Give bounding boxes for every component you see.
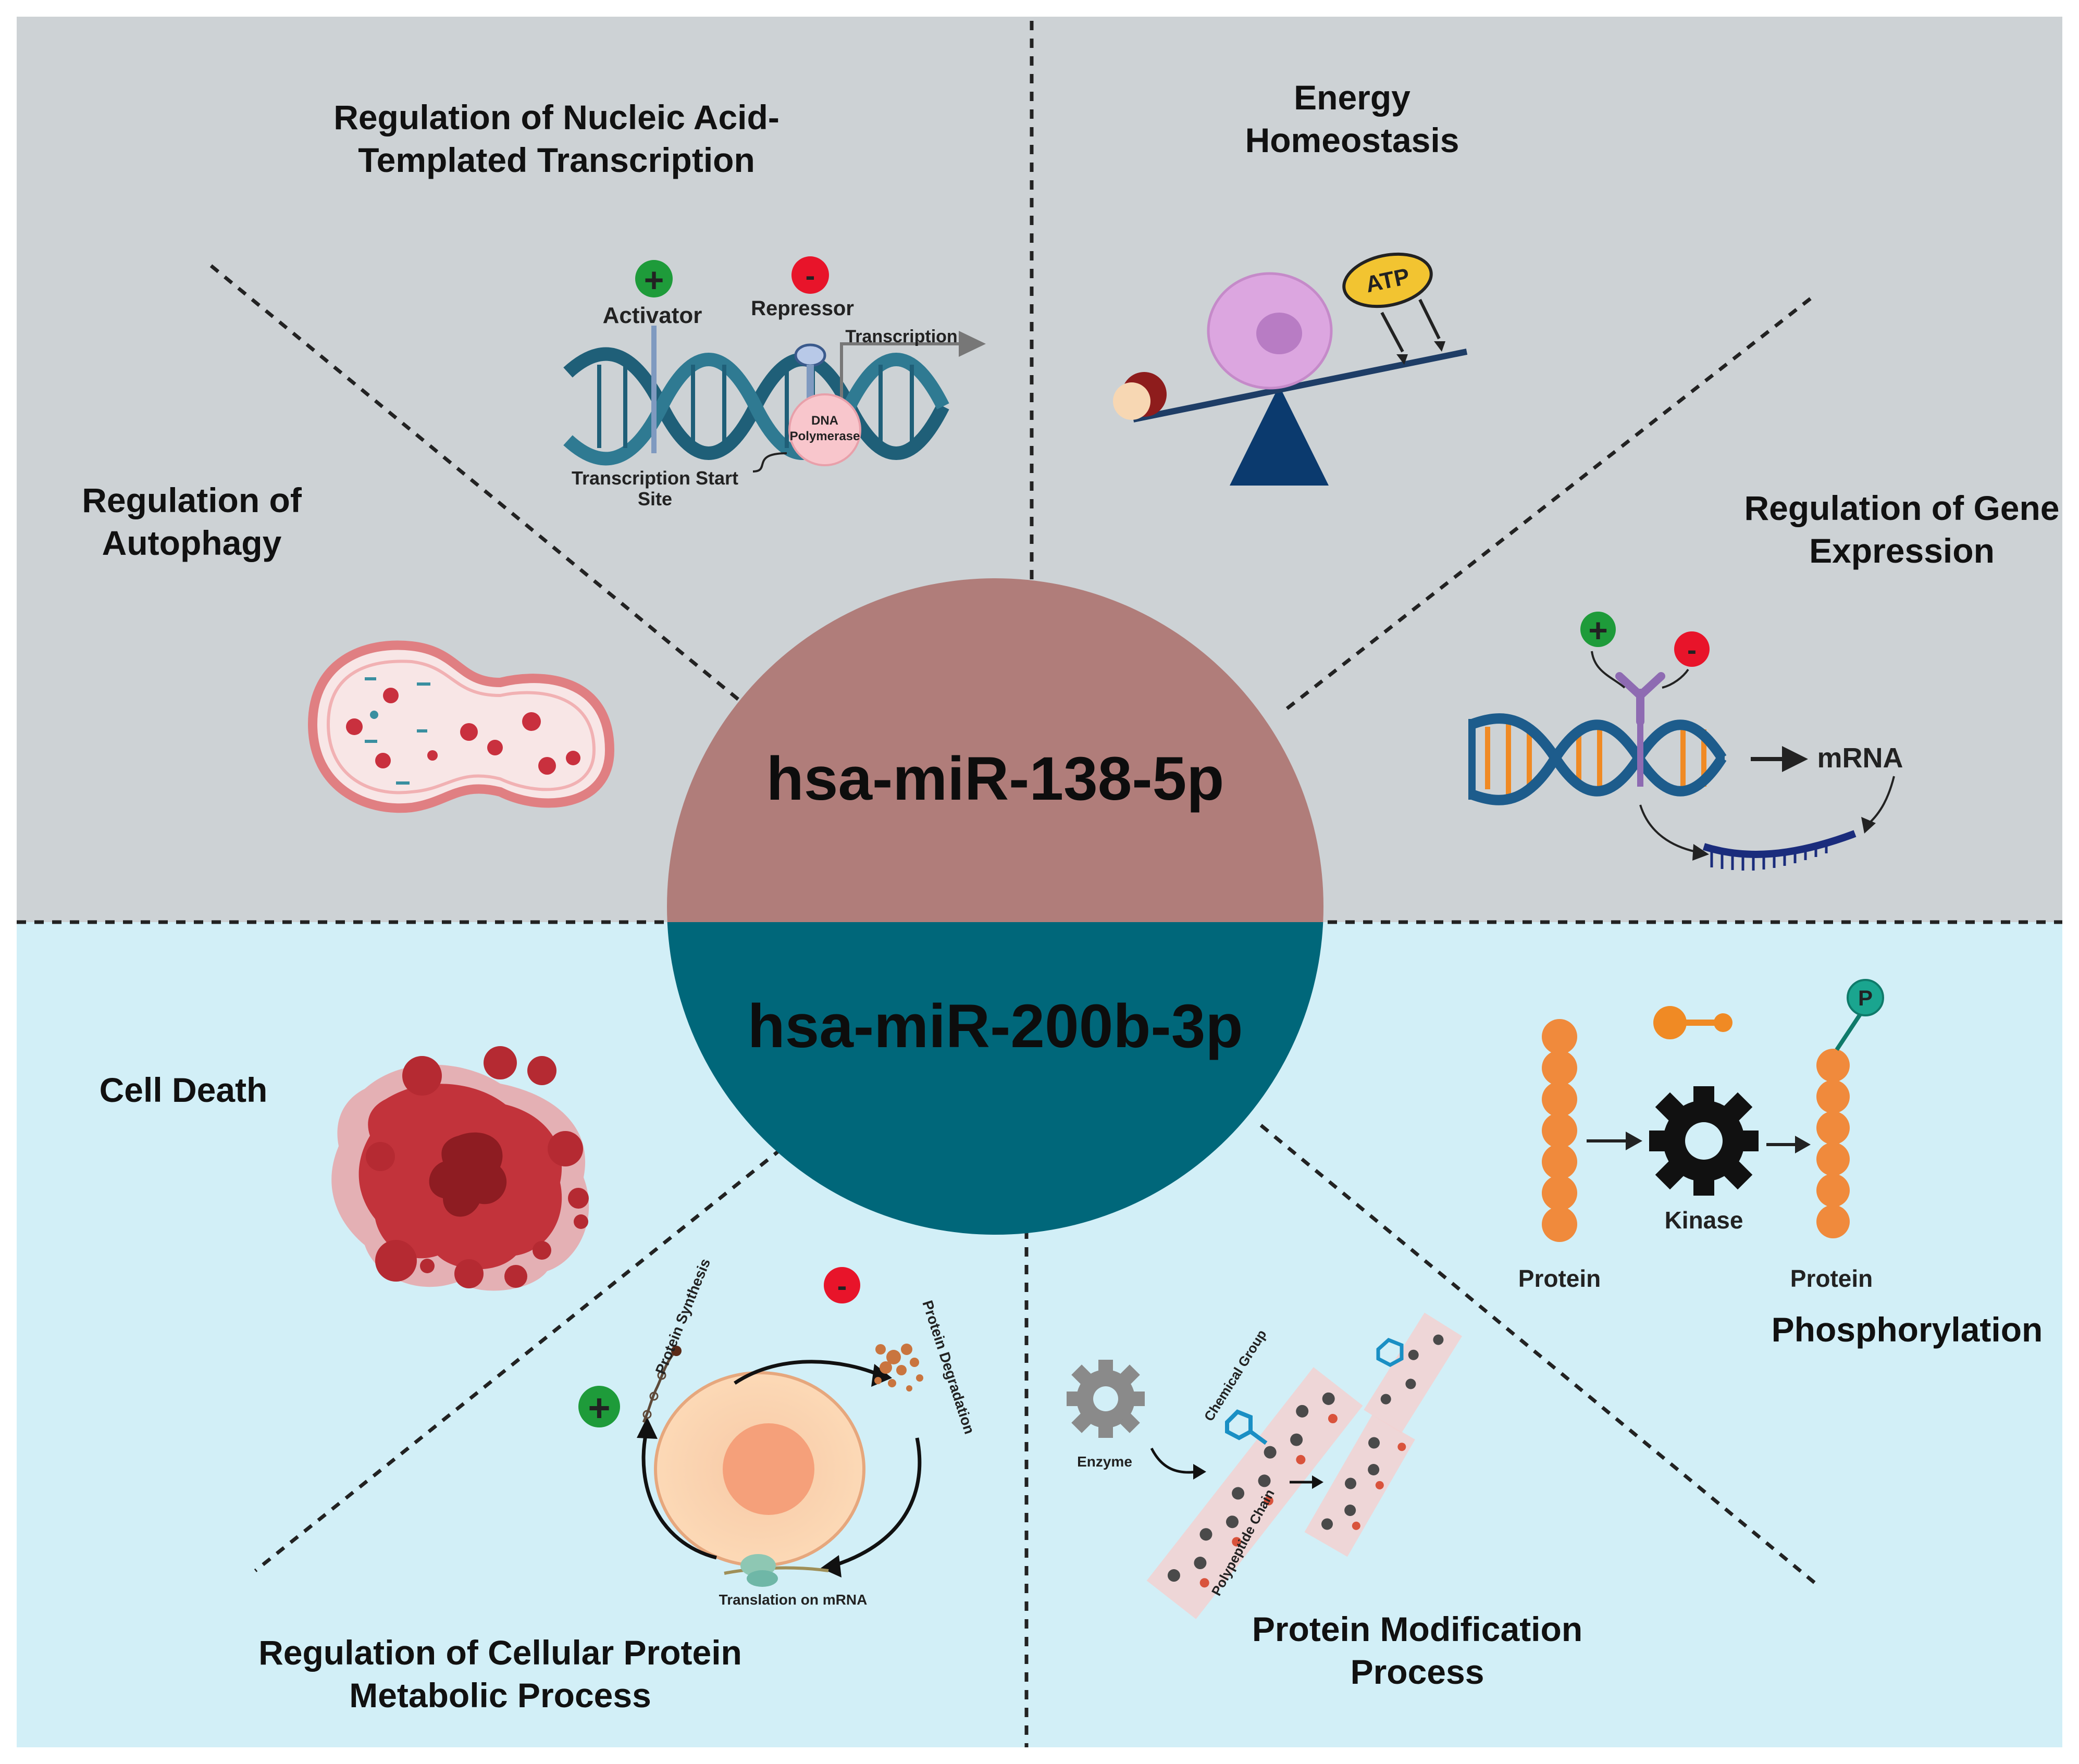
protein-left-chain-icon (1542, 1019, 1577, 1242)
section-transcription: Regulation of Nucleic Acid- Templated Tr… (333, 98, 986, 510)
protein-right-chain-icon (1816, 1049, 1850, 1238)
degradation-arrow (734, 1360, 882, 1385)
phosphorylation-title: Phosphorylation (1772, 1310, 2043, 1349)
synthesis-arrow (641, 1432, 717, 1560)
scale-beam-icon (1132, 349, 1468, 423)
diagonal-lower-right (1259, 1124, 1817, 1585)
chemical-group-icon (1225, 1409, 1268, 1445)
cell-nucleus-icon (723, 1423, 814, 1515)
protein-right-label: Protein (1790, 1265, 1873, 1292)
transcription-arrow (840, 342, 959, 417)
cell-death-title: Cell Death (100, 1071, 268, 1109)
section-phosphorylation: Protein Kinase P (1518, 979, 2043, 1349)
section-energy: Energy Homeostasis ATP (1113, 78, 1468, 486)
modification-title-line1: Protein Modification (1252, 1610, 1582, 1648)
diagonal-lower-left (254, 1147, 783, 1572)
phosphate-donor-icon (1653, 1006, 1687, 1039)
minus-icon (791, 256, 829, 294)
start-site-label-line1: Transcription Start (572, 467, 738, 489)
ribosome-mrna-icon (724, 1554, 829, 1587)
diagonal-upper-right (1285, 293, 1817, 710)
protein-degradation-fragments-icon (874, 1344, 923, 1392)
autophagy-title-line1: Regulation of (82, 481, 302, 519)
apoptotic-bodies (366, 1046, 589, 1288)
center-circle: hsa-miR-138-5p hsa-miR-200b-3p (667, 578, 1323, 1235)
fragmented-nucleus-icon (429, 1132, 507, 1217)
diagonal-upper-left (209, 264, 741, 702)
lysosome-dots (346, 688, 580, 775)
repressor-protein-icon (794, 343, 826, 367)
gene-plus-sign: + (1588, 612, 1607, 649)
activator-label: Activator (603, 303, 702, 328)
atp-badge (1342, 252, 1433, 308)
dna-polymerase-label-line2: Polymerase (790, 429, 860, 443)
modification-title-line2: Process (1351, 1653, 1484, 1691)
plus-icon (635, 260, 673, 297)
scale-fulcrum-icon (1230, 386, 1329, 486)
kinase-gear-icon (1649, 1086, 1759, 1196)
atp-arrows (1380, 299, 1441, 353)
energy-title-line2: Homeostasis (1245, 121, 1459, 159)
transcription-factor-icon (1615, 672, 1665, 726)
translation-arrow (833, 1437, 922, 1568)
plus-icon (578, 1386, 620, 1427)
mrna-label: mRNA (1817, 742, 1903, 774)
dna-polymerase-icon (788, 393, 861, 466)
enzyme-label: Enzyme (1077, 1454, 1132, 1470)
section-autophagy: Regulation of Autophagy (82, 481, 615, 813)
weight-ball-light-icon (1113, 382, 1150, 420)
gene-minus-sign: - (1687, 635, 1697, 666)
mrna-bases (1710, 841, 1828, 871)
transcription-title-line1: Regulation of Nucleic Acid- (333, 98, 779, 136)
autophagy-fragments (365, 677, 430, 785)
metabolic-minus-sign: - (837, 1269, 847, 1302)
autophagy-title-line2: Autophagy (102, 524, 282, 562)
translation-label: Translation on mRNA (719, 1592, 868, 1608)
divider-lines (17, 21, 2062, 1747)
plus-icon (1580, 612, 1616, 647)
mirna-top-label: hsa-miR-138-5p (766, 744, 1224, 813)
activator-plus-sign: + (644, 260, 664, 299)
metabolic-plus-sign: + (588, 1386, 610, 1430)
phosphate-badge-icon (1847, 979, 1884, 1016)
polypeptide-chain-icon (1146, 1367, 1363, 1619)
section-gene-expression: Regulation of Gene Expression + - mRNA (1468, 489, 2060, 871)
metabolic-title-line1: Regulation of Cellular Protein (258, 1633, 742, 1672)
repressor-minus-sign: - (806, 259, 815, 292)
protein-left-label: Protein (1518, 1265, 1601, 1292)
repressor-label: Repressor (751, 297, 854, 320)
start-site-label-line2: Site (638, 488, 672, 510)
protein-synthesis-chain-icon (642, 1346, 682, 1423)
circle-top-half (667, 578, 1323, 922)
modified-chain-icon (1304, 1414, 1415, 1557)
kinase-label: Kinase (1665, 1207, 1743, 1234)
gene-expression-title-line1: Regulation of Gene (1744, 489, 2059, 527)
energy-title-line1: Energy (1294, 78, 1410, 117)
minus-icon (1674, 631, 1710, 667)
metabolic-title-line2: Metabolic Process (349, 1676, 651, 1715)
transcription-label: Transcription (845, 327, 957, 346)
phosphate-badge-label: P (1858, 986, 1873, 1010)
dna-helix-illustration (563, 347, 949, 466)
circle-bottom-half (667, 922, 1323, 1235)
mirna-bottom-label: hsa-miR-200b-3p (748, 992, 1243, 1061)
dna-polymerase-label-line1: DNA (811, 414, 838, 428)
transcription-title-line2: Templated Transcription (358, 141, 755, 179)
section-cell-death: Cell Death (100, 1046, 589, 1291)
separated-group-icon (1364, 1312, 1462, 1434)
minus-icon (824, 1267, 860, 1303)
mrna-strand-icon (1702, 830, 1857, 858)
enzyme-gear-icon (1067, 1360, 1145, 1438)
gene-expression-title-line2: Expression (1809, 531, 1995, 570)
gene-dna-helix (1468, 713, 1727, 805)
cell-nucleus-icon (1256, 313, 1302, 354)
